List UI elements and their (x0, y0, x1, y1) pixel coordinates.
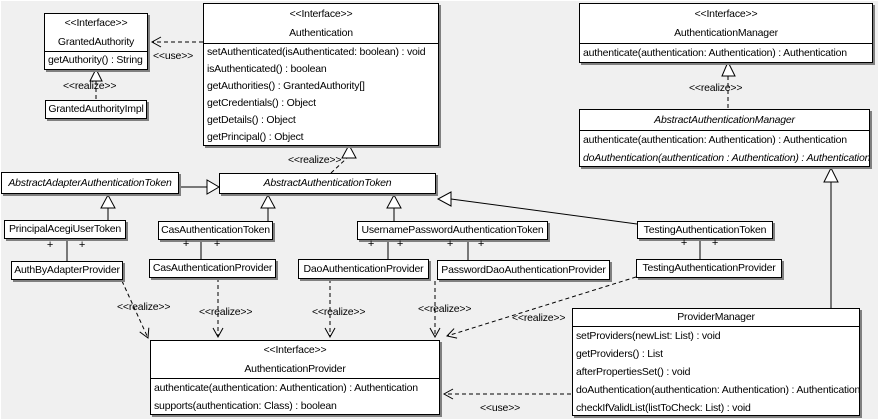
generalization-cas-token-to-abstract-token (260, 193, 276, 222)
class-abstract-adapter-authentication-token[interactable]: AbstractAdapterAuthenticationToken (1, 172, 179, 194)
association-plus-mark: + (711, 237, 719, 249)
association-plus-mark: + (213, 238, 221, 250)
class-granted-authority[interactable]: <<Interface>> GrantedAuthority getAuthor… (44, 13, 148, 70)
class-name: ProviderManager (677, 311, 755, 323)
class-principal-acegi-user-token[interactable]: PrincipalAcegiUserToken (4, 220, 126, 239)
class-provider-manager[interactable]: ProviderManager setProviders(newList: Li… (572, 308, 860, 416)
class-name: AuthenticationManager (674, 27, 778, 39)
realize-stereotype-label: <<realize>> (312, 306, 366, 318)
generalization-testing-token-to-abstract-token (436, 191, 638, 225)
class-username-password-authentication-token[interactable]: UsernamePasswordAuthenticationToken (357, 221, 548, 240)
association-plus-mark: + (477, 238, 485, 250)
stereotype-label: <<Interface>> (263, 344, 327, 356)
class-name: DaoAuthenticationProvider (303, 263, 424, 275)
class-name: GrantedAuthority (57, 36, 135, 48)
generalization-adapter-token-to-abstract-token (179, 179, 220, 195)
stereotype-label: <<Interface>> (64, 17, 128, 29)
class-authentication-provider[interactable]: <<Interface>> AuthenticationProvider aut… (150, 340, 440, 415)
class-name: PasswordDaoAuthenticationProvider (441, 264, 606, 276)
method-abstract: doAuthentication(authentication : Authen… (583, 152, 871, 164)
generalization-principal-to-adapter-token (100, 193, 116, 221)
realize-abstract-token-to-authentication (330, 143, 357, 174)
realize-stereotype-label: <<realize>> (63, 80, 117, 92)
method: getAuthority() : String (48, 54, 143, 66)
class-auth-by-adapter-provider[interactable]: AuthByAdapterProvider (11, 261, 123, 280)
realize-impl-to-granted-authority (89, 67, 103, 100)
association-plus-mark: + (78, 239, 86, 251)
method: authenticate(authentication: Authenticat… (154, 382, 418, 394)
realize-stereotype-label: <<realize>> (117, 301, 171, 313)
class-name: TestingAuthenticationToken (643, 224, 767, 236)
class-name: CasAuthenticationProvider (152, 262, 273, 274)
method: setProviders(newList: List) : void (576, 330, 721, 342)
class-name: CasAuthenticationToken (161, 224, 270, 236)
class-cas-authentication-token[interactable]: CasAuthenticationToken (158, 221, 273, 240)
association-plus-mark: + (182, 238, 190, 250)
association-plus-mark: + (446, 238, 454, 250)
class-abstract-authentication-token[interactable]: AbstractAuthenticationToken (219, 173, 436, 194)
method: isAuthenticated() : boolean (207, 63, 327, 75)
class-name: GrantedAuthorityImpl (48, 103, 144, 115)
generalization-up-token-to-abstract-token (386, 193, 402, 222)
class-authentication[interactable]: <<Interface>> Authentication setAuthenti… (203, 3, 439, 146)
association-plus-mark: + (680, 237, 688, 249)
class-granted-authority-impl[interactable]: GrantedAuthorityImpl (45, 100, 147, 119)
realize-abstract-manager-to-authentication-manager (721, 60, 736, 109)
realize-stereotype-label: <<realize>> (512, 312, 566, 324)
method: getCredentials() : Object (207, 97, 316, 109)
class-name: AuthByAdapterProvider (14, 264, 120, 276)
class-password-dao-authentication-provider[interactable]: PasswordDaoAuthenticationProvider (437, 260, 610, 280)
class-name: PrincipalAcegiUserToken (8, 223, 122, 235)
method: getDetails() : Object (207, 114, 296, 126)
method: getPrincipal() : Object (207, 131, 304, 143)
realize-stereotype-label: <<realize>> (689, 82, 743, 94)
class-cas-authentication-provider[interactable]: CasAuthenticationProvider (149, 259, 276, 278)
class-authentication-manager[interactable]: <<Interface>> AuthenticationManager auth… (579, 3, 873, 63)
class-name: Authentication (289, 27, 353, 39)
class-abstract-authentication-manager[interactable]: AbstractAuthenticationManager authentica… (579, 109, 870, 167)
stereotype-label: <<Interface>> (289, 8, 353, 20)
method: setAuthenticated(isAuthenticated: boolea… (207, 46, 426, 58)
realize-testing-provider-to-auth-provider (446, 276, 637, 339)
generalization-provider-manager-to-abstract-manager (823, 166, 839, 308)
method: getAuthorities() : GrantedAuthority[] (207, 80, 365, 92)
class-name: AbstractAuthenticationManager (654, 114, 795, 126)
use-stereotype-label: <<use>> (480, 402, 521, 414)
class-name: AbstractAuthenticationToken (263, 177, 392, 189)
realize-stereotype-label: <<realize>> (418, 303, 472, 315)
class-testing-authentication-token[interactable]: TestingAuthenticationToken (637, 221, 773, 239)
class-dao-authentication-provider[interactable]: DaoAuthenticationProvider (298, 259, 429, 279)
method: checkIfValidList(listToCheck: List) : vo… (576, 402, 751, 414)
stereotype-label: <<Interface>> (694, 8, 758, 20)
method: afterPropertiesSet() : void (576, 366, 691, 378)
method: authenticate(authentication: Authenticat… (583, 47, 847, 59)
association-plus-mark: + (46, 239, 54, 251)
class-name: AbstractAdapterAuthenticationToken (8, 177, 172, 189)
method: supports(authentication: Class) : boolea… (154, 400, 337, 412)
method: authenticate(authentication: Authenticat… (583, 134, 847, 146)
realize-auth-by-adapter-to-auth-provider (121, 280, 150, 339)
class-testing-authentication-provider[interactable]: TestingAuthenticationProvider (636, 259, 782, 278)
realize-stereotype-label: <<realize>> (288, 154, 342, 166)
realize-stereotype-label: <<realize>> (199, 306, 253, 318)
class-name: UsernamePasswordAuthenticationToken (361, 224, 544, 236)
class-name: AuthenticationProvider (244, 363, 346, 375)
method: getProviders() : List (576, 348, 663, 360)
class-name: TestingAuthenticationProvider (642, 262, 776, 274)
association-plus-mark: + (367, 238, 375, 250)
method: doAuthentication(authentication: Authent… (576, 384, 861, 396)
association-plus-mark: + (396, 238, 404, 250)
use-stereotype-label: <<use>> (153, 50, 194, 62)
